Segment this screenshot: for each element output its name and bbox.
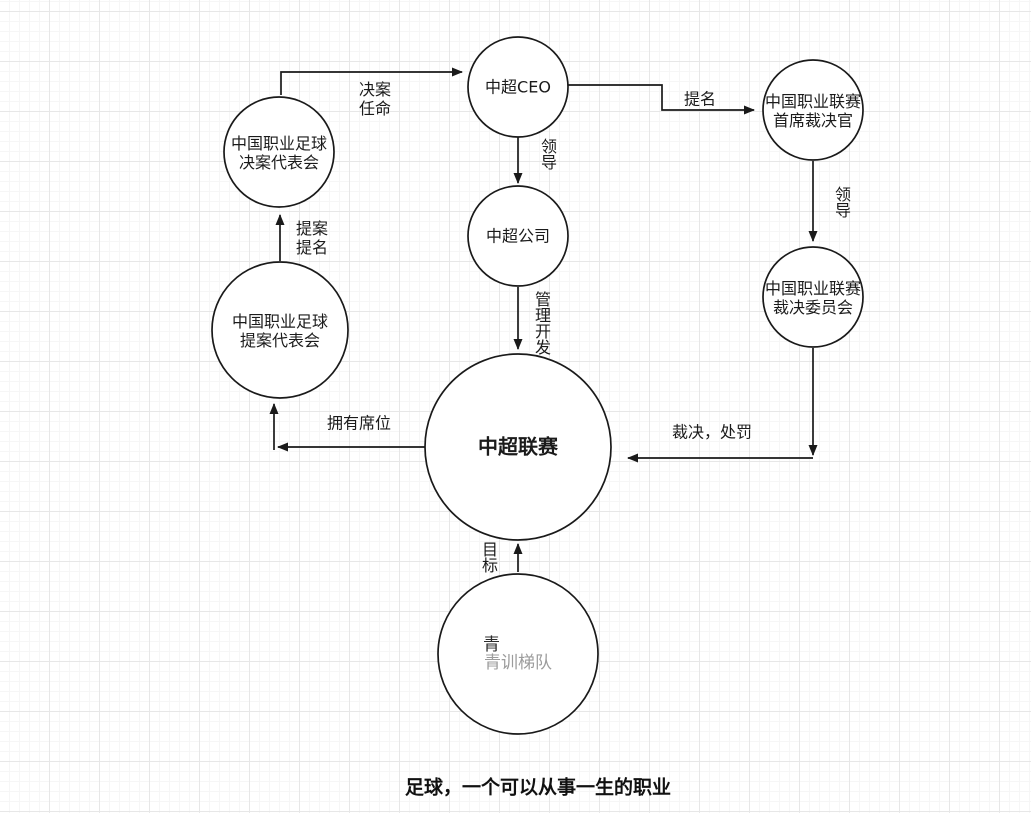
node-decision-congress-circle[interactable] — [223, 96, 335, 208]
node-proposal-congress-label[interactable]: 中国职业足球 提案代表会 — [231, 312, 329, 350]
edge-label-own-seats[interactable]: 拥有席位 — [326, 413, 392, 433]
diagram-caption[interactable]: 足球，一个可以从事一生的职业 — [404, 776, 672, 799]
node-youth-academy-circle[interactable] — [437, 573, 599, 735]
node-csl-league-label[interactable]: 中超联赛 — [478, 434, 558, 459]
node-ceo-circle[interactable] — [467, 36, 569, 138]
node-ceo-label[interactable]: 中超CEO — [485, 77, 551, 97]
edge-label-goal[interactable]: 目 标 — [481, 540, 499, 575]
node-adjudication-committee-label[interactable]: 中国职业联赛 裁决委员会 — [764, 279, 862, 317]
edge-label-decision-appointment[interactable]: 决案 任命 — [358, 80, 392, 118]
edge-label-adjudicate-punish[interactable]: 裁决，处罚 — [671, 422, 753, 442]
youth-academy-label-wrap: 青训梯队 青 — [483, 635, 552, 692]
node-youth-academy-label[interactable]: 青训梯队 青 — [483, 616, 552, 692]
edge-label-nomination[interactable]: 提名 — [683, 89, 717, 109]
node-chief-adjudicator-circle[interactable] — [762, 59, 864, 161]
edge-label-manage-develop[interactable]: 管 理 开 发 — [534, 290, 552, 357]
youth-academy-label-text: 青训梯队 — [484, 653, 552, 673]
node-csl-company-circle[interactable] — [467, 185, 569, 287]
youth-academy-label-overlay-char: 青 — [483, 635, 500, 655]
edge-decision-to-ceo[interactable] — [280, 67, 463, 95]
edge-ceo-to-chief[interactable] — [568, 84, 755, 115]
edge-label-propose-nominate[interactable]: 提案 提名 — [295, 219, 329, 257]
node-chief-adjudicator-label[interactable]: 中国职业联赛 首席裁决官 — [764, 92, 862, 130]
node-csl-company-label[interactable]: 中超公司 — [485, 226, 551, 246]
edge-label-lead-chief-committee[interactable]: 领 导 — [834, 185, 852, 220]
node-csl-league-circle[interactable] — [424, 353, 612, 541]
node-proposal-congress-circle[interactable] — [211, 261, 349, 399]
node-decision-congress-label[interactable]: 中国职业足球 决案代表会 — [230, 134, 328, 172]
edge-label-lead-ceo-company[interactable]: 领 导 — [540, 137, 558, 172]
node-adjudication-committee-circle[interactable] — [762, 246, 864, 348]
